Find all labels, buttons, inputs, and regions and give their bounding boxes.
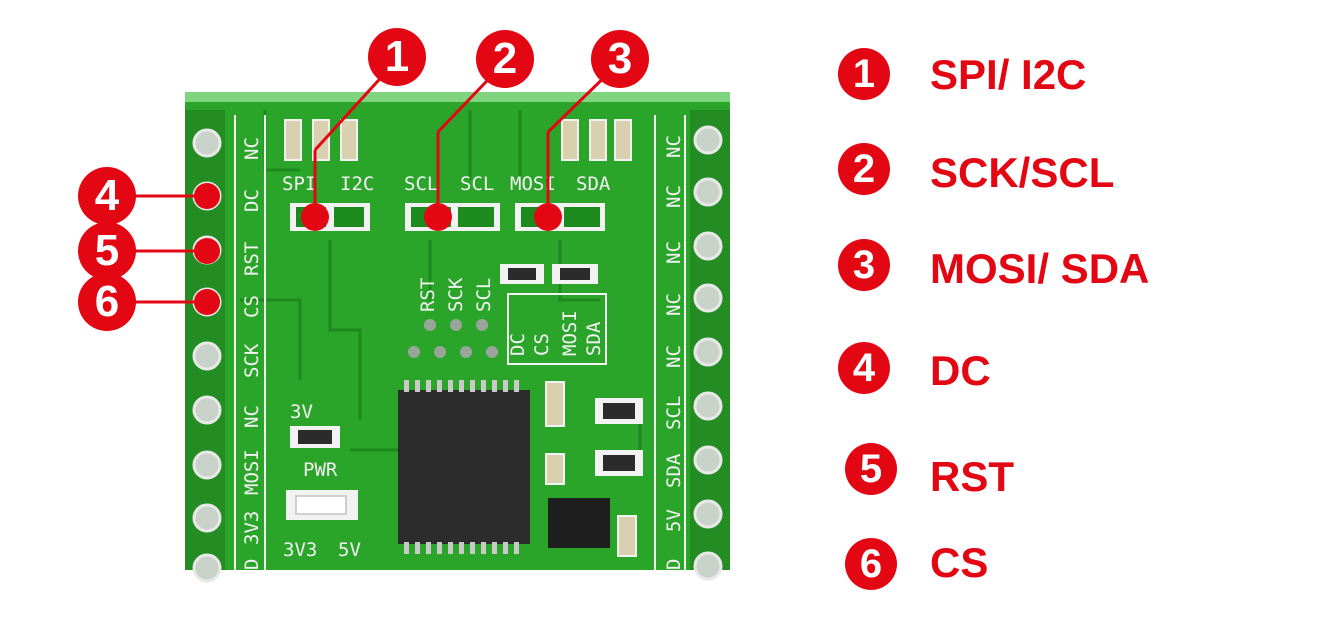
right-pin-label: NC <box>663 241 685 264</box>
jumper-label: SPI <box>282 173 316 195</box>
left-pin-label: NC <box>241 405 263 428</box>
callout-badge-1: 1 <box>368 28 426 86</box>
callout-badge-2: 2 <box>476 30 534 88</box>
left-pin-labels: NC DC RST CS SCK NC MOSI 3V3 D <box>241 137 263 570</box>
jumper-label: I2C <box>340 173 374 195</box>
power-label: 5V <box>338 539 361 561</box>
callout-badge-5: 5 <box>78 222 136 280</box>
legend-label: SCK/SCL <box>930 149 1115 196</box>
right-pin-label: NC <box>663 185 685 208</box>
left-pin-label: DC <box>241 189 263 212</box>
callout-dots <box>194 183 562 315</box>
right-pin-label: 5V <box>663 509 685 532</box>
header-label: SCL <box>473 278 495 312</box>
right-pin-label: NC <box>663 293 685 316</box>
right-pin-label: D <box>663 559 685 570</box>
right-pin-label: NC <box>663 135 685 158</box>
left-pin-header <box>185 110 225 583</box>
center-header-pins <box>408 319 498 358</box>
header-label: CS <box>531 333 553 356</box>
header-label: SCK <box>445 277 467 312</box>
smd-components <box>290 264 643 557</box>
legend-number: 5 <box>845 443 897 495</box>
jumper-label: SDA <box>576 173 611 195</box>
left-pin-label: MOSI <box>241 449 263 495</box>
power-label: 3V3 <box>283 539 317 561</box>
header-label: MOSI <box>559 310 581 356</box>
legend-label: DC <box>930 347 991 394</box>
left-pin-label: CS <box>241 295 263 318</box>
main-ic-chip <box>398 380 530 554</box>
jumper-label: SCL <box>404 173 438 195</box>
legend-number: 2 <box>838 143 890 195</box>
left-pin-label: RST <box>241 242 263 276</box>
header-label: SDA <box>583 321 605 356</box>
callout-badge-4: 4 <box>78 167 136 225</box>
left-pin-label: 3V3 <box>241 511 263 545</box>
power-label: 3V <box>290 401 313 423</box>
legend-label: SPI/ I2C <box>930 51 1087 98</box>
right-pin-label: NC <box>663 345 685 368</box>
legend-number: 6 <box>845 538 897 590</box>
legend-label: RST <box>930 453 1014 500</box>
legend-label: MOSI/ SDA <box>930 245 1150 292</box>
right-pin-labels: NC NC NC NC NC SCL SDA 5V D <box>663 135 685 570</box>
power-labels: 3V PWR 3V3 5V <box>283 401 361 561</box>
callout-badge-3: 3 <box>591 30 649 88</box>
legend-number: 3 <box>838 239 890 291</box>
legend-number: 1 <box>838 48 890 100</box>
right-pin-label: SCL <box>663 396 685 430</box>
jumper-label: SCL <box>460 173 494 195</box>
callout-badge-6: 6 <box>78 273 136 331</box>
jumper-labels: SPI I2C SCL SCL MOSI SDA <box>282 173 611 195</box>
pcb-top-strip <box>185 92 730 102</box>
legend-number: 4 <box>838 342 890 394</box>
left-pin-label: D <box>241 559 263 570</box>
power-label: PWR <box>303 459 338 481</box>
left-pin-label: NC <box>241 137 263 160</box>
header-label: DC <box>507 333 529 356</box>
legend-label: CS <box>930 539 989 586</box>
header-label: RST <box>417 278 439 312</box>
jumper-label: MOSI <box>510 173 556 195</box>
right-pin-label: SDA <box>663 453 685 488</box>
left-pin-label: SCK <box>241 343 263 378</box>
header-labels: RST SCK SCL DC CS MOSI SDA <box>417 277 605 356</box>
right-pin-header <box>690 110 730 581</box>
